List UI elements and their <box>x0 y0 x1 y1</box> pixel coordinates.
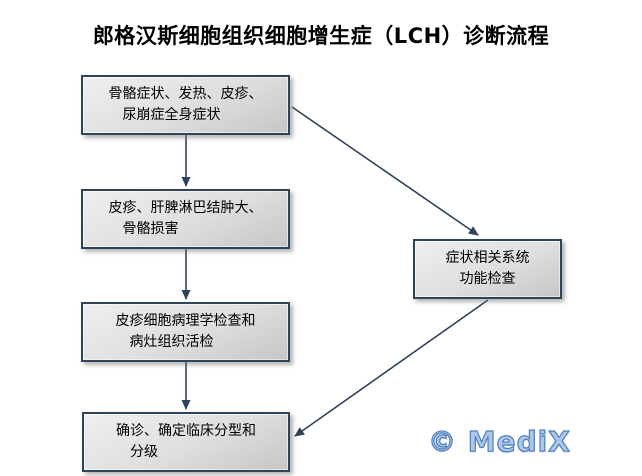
node-text-line1: 症状相关系统 <box>445 250 530 266</box>
node-final-diagnosis: 确诊、确定临床分型和 分级 <box>82 412 290 472</box>
node-text: 皮疹、肝脾淋巴结肿大、 骨骼损害 <box>109 198 263 240</box>
node-text-line2: 分级 <box>130 444 158 460</box>
node-text: 症状相关系统 功能检查 <box>446 248 530 290</box>
node-text-line1: 皮疹、肝脾淋巴结肿大、 <box>108 200 263 216</box>
watermark: © MediX <box>427 425 571 458</box>
node-text-line2: 骨骼损害 <box>122 221 179 237</box>
node-systemic-symptoms: 骨骼症状、发热、皮疹、 尿崩症全身症状 <box>81 75 290 135</box>
page-title: 郎格汉斯细胞组织细胞增生症（LCH）诊断流程 <box>92 24 550 48</box>
node-text: 皮疹细胞病理学检查和 病灶组织活检 <box>116 311 256 353</box>
node-text: 骨骼症状、发热、皮疹、 尿崩症全身症状 <box>109 84 263 126</box>
arrow-function-check-to-diagnosis <box>294 299 489 437</box>
node-system-function-check: 症状相关系统 功能检查 <box>413 239 562 299</box>
node-text-line1: 皮疹细胞病理学检查和 <box>115 313 256 329</box>
node-clinical-signs: 皮疹、肝脾淋巴结肿大、 骨骼损害 <box>81 189 290 249</box>
node-text-line2: 尿崩症全身症状 <box>122 107 221 123</box>
arrow-symptoms-to-function-check <box>291 106 479 236</box>
node-pathology-biopsy: 皮疹细胞病理学检查和 病灶组织活检 <box>81 302 290 362</box>
node-text: 确诊、确定临床分型和 分级 <box>116 421 256 463</box>
node-text-line2: 功能检查 <box>459 271 516 287</box>
node-text-line1: 骨骼症状、发热、皮疹、 <box>108 86 263 102</box>
node-text-line1: 确诊、确定临床分型和 <box>116 423 256 439</box>
node-text-line2: 病灶组织活检 <box>129 334 214 350</box>
